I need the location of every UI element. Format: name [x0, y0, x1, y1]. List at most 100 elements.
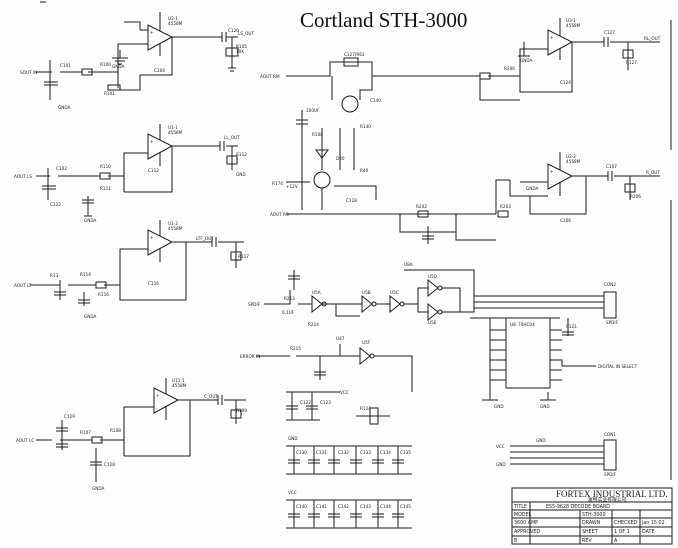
sheet-label: SHEET — [582, 529, 598, 535]
sheet-value: 1 OF 1 — [614, 529, 630, 535]
net-label-ll-out: LL_OUT — [224, 135, 240, 140]
svg-text:+: + — [550, 169, 554, 174]
company-name: FORTEX INDUSTRIAL LTD. — [556, 489, 668, 499]
svg-text:U5A: U5A — [312, 290, 321, 295]
connector-ref: CON1 — [604, 432, 616, 437]
model-label: MODEL — [514, 512, 532, 518]
svg-text:GND: GND — [540, 404, 550, 409]
svg-text:-: - — [150, 43, 152, 48]
opamp-ref: U1-1 — [168, 125, 178, 130]
svg-text:GND: GND — [494, 404, 504, 409]
opamp-part: 4558M — [168, 21, 183, 26]
sheet-frame — [40, 1, 672, 480]
net-label-aout-rm: AOUT RM — [260, 74, 280, 79]
svg-text:R174: R174 — [272, 181, 283, 186]
spdif-connector[interactable] — [603, 291, 617, 319]
svg-text:+: + — [156, 393, 160, 398]
svg-text:C144: C144 — [380, 504, 391, 509]
spdif-connector-ref: CON2 — [604, 282, 616, 287]
svg-text:C141: C141 — [316, 504, 327, 509]
svg-text:R106: R106 — [630, 194, 641, 199]
svg-text:C104: C104 — [154, 68, 165, 73]
svg-text:C116: C116 — [148, 281, 159, 286]
svg-text:R214: R214 — [308, 322, 319, 327]
output-connector[interactable]: CON1 SPDIF VCC GND GND — [496, 432, 617, 477]
svg-text:GNDA: GNDA — [84, 314, 97, 319]
svg-text:C133: C133 — [360, 450, 371, 455]
opamp-part: 4558M — [168, 130, 183, 135]
drawn-label: DRAWN — [582, 520, 601, 526]
svg-text:C140: C140 — [296, 504, 307, 509]
svg-text:R108: R108 — [110, 428, 121, 433]
rev-label: REV — [582, 538, 592, 544]
net-label-rl-out: RL_OUT — [644, 36, 661, 41]
svg-text:R114: R114 — [80, 272, 91, 277]
svg-text:GNDA: GNDA — [58, 105, 71, 110]
svg-text:C101: C101 — [60, 63, 71, 68]
svg-text:GNDA: GNDA — [92, 486, 105, 491]
svg-text:VCC: VCC — [340, 390, 349, 395]
svg-text:R109: R109 — [236, 408, 247, 413]
svg-text:U5D: U5D — [428, 274, 437, 279]
svg-text:VCC: VCC — [288, 490, 297, 495]
svg-text:R105: R105 — [236, 44, 247, 49]
svg-text:R107: R107 — [80, 430, 91, 435]
svg-text:R127: R127 — [626, 60, 637, 65]
date-value: Jan 15 02 — [641, 520, 665, 526]
opamp-part: 4558M — [172, 383, 187, 388]
svg-text:-: - — [156, 406, 158, 411]
svg-text:U5B: U5B — [362, 290, 371, 295]
opamp-ref: U2-1 — [168, 16, 178, 21]
title-block: FORTEX INDUSTRIAL LTD. 富特实业有限公司 TITLE ES… — [511, 487, 673, 545]
svg-text:-: - — [550, 182, 552, 187]
opamp-part: 4558M — [566, 23, 581, 28]
svg-text:C119: C119 — [64, 414, 75, 419]
svg-text:+: + — [550, 35, 554, 40]
svg-text:C112: C112 — [148, 168, 159, 173]
svg-text:U8A: U8A — [404, 262, 413, 267]
svg-text:GND: GND — [288, 436, 298, 441]
svg-text:GNDA: GNDA — [526, 186, 539, 191]
svg-text:C122: C122 — [50, 202, 61, 207]
svg-text:C131: C131 — [316, 450, 327, 455]
svg-text:R111: R111 — [100, 186, 111, 191]
net-label-c-out: C_OUT — [204, 394, 218, 399]
svg-text:C124: C124 — [560, 80, 571, 85]
svg-text:R213: R213 — [284, 296, 295, 301]
net-label-aout-lc: AOUT LC — [16, 438, 34, 443]
net-label-sl-in: SOUT IN — [20, 70, 37, 75]
svg-text:+: + — [150, 30, 154, 35]
decoder-ic[interactable]: U8 74HC04 DIGITAL IN SELECT GND GND C121 — [470, 317, 638, 409]
net-label-digital-select: DIGITAL IN SELECT — [598, 364, 638, 369]
svg-text:GNDA: GNDA — [520, 58, 533, 63]
svg-text:R215: R215 — [290, 346, 301, 351]
spdif-connector-sub: SPDIF — [606, 320, 619, 325]
svg-text:C135: C135 — [400, 450, 411, 455]
rev-value: A — [614, 538, 618, 544]
svg-text:R140: R140 — [360, 124, 371, 129]
svg-text:U5E: U5E — [428, 320, 437, 325]
svg-text:+: + — [150, 235, 154, 240]
svg-text:R100: R100 — [100, 62, 111, 67]
ic-part: 74HC04 — [518, 322, 535, 327]
svg-text:C123: C123 — [320, 400, 331, 405]
svg-text:R112: R112 — [236, 152, 247, 157]
svg-text:R101: R101 — [104, 91, 115, 96]
date-label: DATE — [642, 529, 654, 535]
svg-text:GNDA: GNDA — [84, 218, 97, 223]
svg-text:-: - — [150, 152, 152, 157]
svg-text:R13: R13 — [50, 273, 59, 278]
svg-text:R124: R124 — [360, 406, 371, 411]
drawn-value: 3600 AMP — [514, 520, 538, 526]
svg-text:C121: C121 — [566, 324, 577, 329]
